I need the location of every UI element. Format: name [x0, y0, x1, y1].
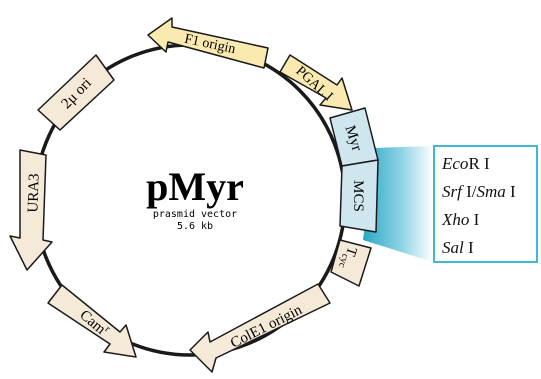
tcyc-label: Tcyc — [336, 244, 359, 271]
mcs-feature: MCS — [339, 159, 379, 233]
myr-label: Myr — [341, 124, 364, 154]
site-sali: Sal I — [442, 238, 474, 257]
myr-feature: Myr — [329, 107, 379, 167]
mcs-label: MCS — [350, 180, 366, 212]
mcs-callout-fan — [363, 146, 433, 262]
site-ecori: EcoR I — [442, 154, 490, 173]
plasmid-name: pMyr — [146, 164, 244, 209]
site-xhoi: Xho I — [442, 210, 480, 229]
ura3-feature: URA3 — [9, 149, 53, 271]
two-mu-ori-feature: 2μ ori — [37, 54, 115, 131]
cole1-origin-feature: ColE1 origin — [189, 283, 331, 373]
tcyc-feature: Tcyc — [330, 239, 372, 287]
mcs-restriction-sites-box: EcoR I Srf I/Sma I Xho I Sal I — [433, 145, 538, 263]
plasmid-size: 5.6 kb — [177, 221, 213, 232]
ura3-label: URA3 — [25, 173, 42, 213]
f1-origin-feature: F1 origin — [147, 17, 269, 69]
site-srfi-smai: Srf I/Sma I — [442, 182, 516, 201]
plasmid-subtitle: prasmid vector — [153, 209, 237, 220]
camr-feature: Camr — [47, 284, 137, 358]
